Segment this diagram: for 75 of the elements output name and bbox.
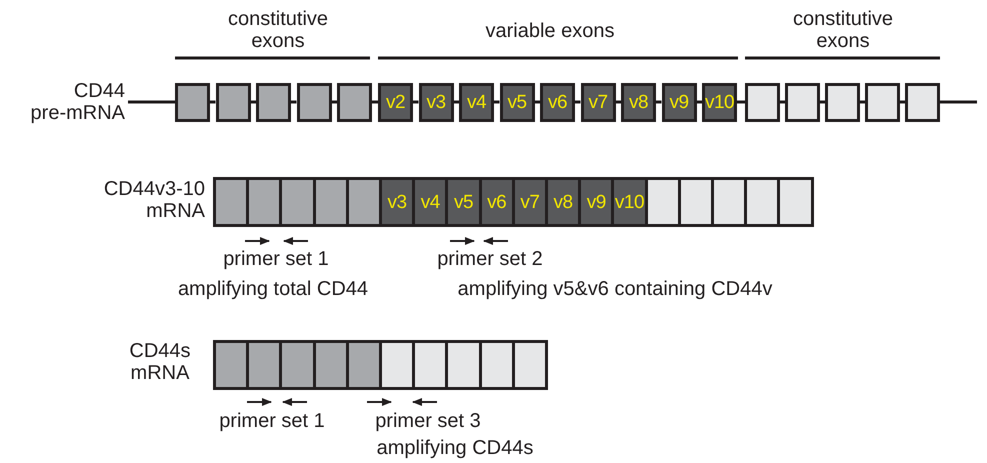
exon-box <box>459 83 494 122</box>
exon-box <box>865 83 900 122</box>
intron-line <box>656 100 662 104</box>
text-label: constitutive exons <box>226 8 330 52</box>
exon-box <box>418 83 454 122</box>
exon-box <box>216 83 250 122</box>
text-label: primer set 1 <box>222 248 330 270</box>
intron-line <box>332 100 337 104</box>
intron-line <box>128 100 175 104</box>
text-label: primer set 1 <box>218 410 326 432</box>
intron-line <box>454 100 459 104</box>
intron-line <box>210 100 216 104</box>
text-label: amplifying v5&v6 containing CD44v <box>456 278 774 300</box>
exon-box <box>580 83 616 122</box>
exon-label: v6 <box>487 192 506 212</box>
intron-line <box>413 100 418 104</box>
exon-box <box>296 83 332 122</box>
exon-label: v4 <box>420 192 440 212</box>
exon-box <box>337 83 372 122</box>
exon-box <box>621 83 656 122</box>
text-label: amplifying CD44s <box>376 437 534 459</box>
text-label: primer set 3 <box>374 410 482 432</box>
exon-label: v8 <box>628 93 648 112</box>
exon-label: v10 <box>614 192 644 212</box>
exon-label: v5 <box>507 93 527 112</box>
intron-line <box>820 100 825 104</box>
exon-box <box>378 83 413 122</box>
exon-label: v3 <box>426 93 446 112</box>
intron-line <box>696 100 702 104</box>
intron-line <box>494 100 500 104</box>
text-label: amplifying total CD44 <box>176 278 370 300</box>
text-label: variable exons <box>484 20 616 42</box>
exon-box <box>825 83 860 122</box>
exon-label: v9 <box>669 93 689 112</box>
text-label: primer set 2 <box>436 248 544 270</box>
text-label: CD44v3-10 mRNA <box>102 178 205 222</box>
intron-line <box>860 100 865 104</box>
text-label: constitutive exons <box>792 8 894 52</box>
exon-box <box>662 83 696 122</box>
text-label: CD44 pre-mRNA <box>30 80 125 124</box>
exon-box <box>745 83 780 122</box>
exon-label: v9 <box>586 192 606 212</box>
intron-line <box>940 100 977 104</box>
intron-line <box>291 100 296 104</box>
exon-label: v3 <box>388 192 407 212</box>
exon-box <box>279 340 316 390</box>
exon-label: v4 <box>466 93 486 112</box>
exon-box <box>256 83 291 122</box>
text-label: CD44s mRNA <box>128 340 192 384</box>
intron-line <box>372 100 378 104</box>
exon-box <box>445 340 482 390</box>
exon-box <box>500 83 534 122</box>
exon-label: v5 <box>454 192 474 212</box>
exon-box <box>702 83 737 122</box>
exon-box <box>611 177 648 227</box>
exon-box <box>540 83 575 122</box>
exon-box <box>279 177 316 227</box>
exon-label: v7 <box>520 192 540 212</box>
exon-box <box>445 177 482 227</box>
exon-label: v8 <box>554 192 573 212</box>
exon-label: v2 <box>386 93 406 112</box>
intron-line <box>534 100 540 104</box>
intron-line <box>250 100 256 104</box>
exon-label: v6 <box>548 93 568 112</box>
exon-label: v7 <box>588 93 608 112</box>
intron-line <box>616 100 621 104</box>
intron-line <box>575 100 580 104</box>
exon-box <box>905 83 940 122</box>
exon-label: v10 <box>704 93 734 112</box>
exon-box <box>175 83 210 122</box>
intron-line <box>900 100 905 104</box>
intron-line <box>737 100 745 104</box>
exon-box <box>785 83 820 122</box>
intron-line <box>780 100 785 104</box>
exon-box <box>777 177 814 227</box>
